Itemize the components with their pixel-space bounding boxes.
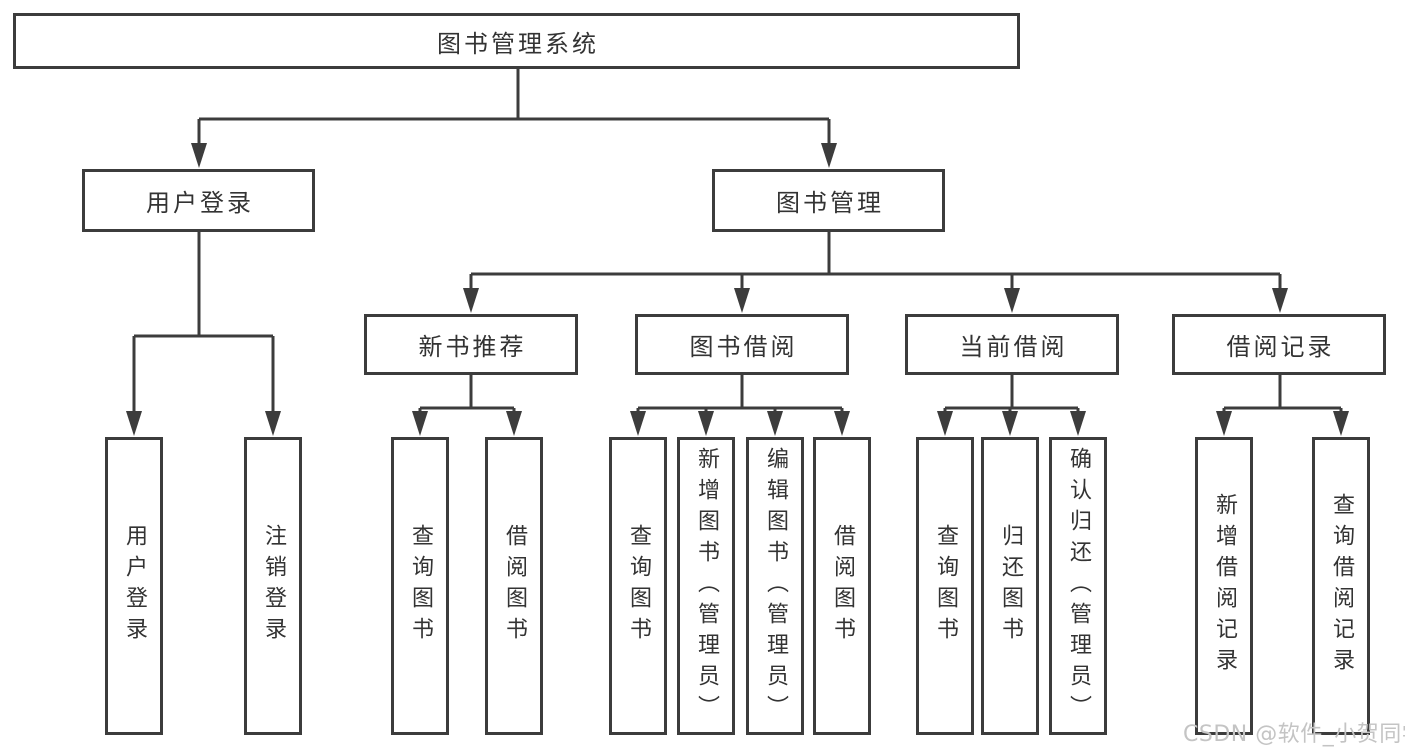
node-new-book-recommend: 新书推荐 [364, 314, 578, 375]
node-current-borrowing: 当前借阅 [905, 314, 1119, 375]
leaf-edit-books-admin: 编辑图书（管理员） [746, 437, 804, 735]
leaf-user-login: 用户登录 [105, 437, 163, 735]
leaf-return-books: 归还图书 [981, 437, 1039, 735]
leaf-query-books-1: 查询图书 [391, 437, 449, 735]
leaf-query-borrow-record: 查询借阅记录 [1312, 437, 1370, 735]
leaf-borrow-books-1: 借阅图书 [485, 437, 543, 735]
node-user-login: 用户登录 [82, 169, 315, 232]
watermark-text: CSDN @软件_小贺同学 [1183, 722, 1405, 747]
node-root: 图书管理系统 [13, 13, 1020, 69]
leaf-add-borrow-record: 新增借阅记录 [1195, 437, 1253, 735]
node-book-management: 图书管理 [712, 169, 945, 232]
node-borrow-records: 借阅记录 [1172, 314, 1386, 375]
leaf-query-books-3: 查询图书 [916, 437, 974, 735]
node-book-borrowing: 图书借阅 [635, 314, 849, 375]
leaf-query-books-2: 查询图书 [609, 437, 667, 735]
leaf-add-books-admin: 新增图书（管理员） [677, 437, 735, 735]
leaf-logout: 注销登录 [244, 437, 302, 735]
leaf-borrow-books-2: 借阅图书 [813, 437, 871, 735]
leaf-confirm-return-admin: 确认归还（管理员） [1049, 437, 1107, 735]
